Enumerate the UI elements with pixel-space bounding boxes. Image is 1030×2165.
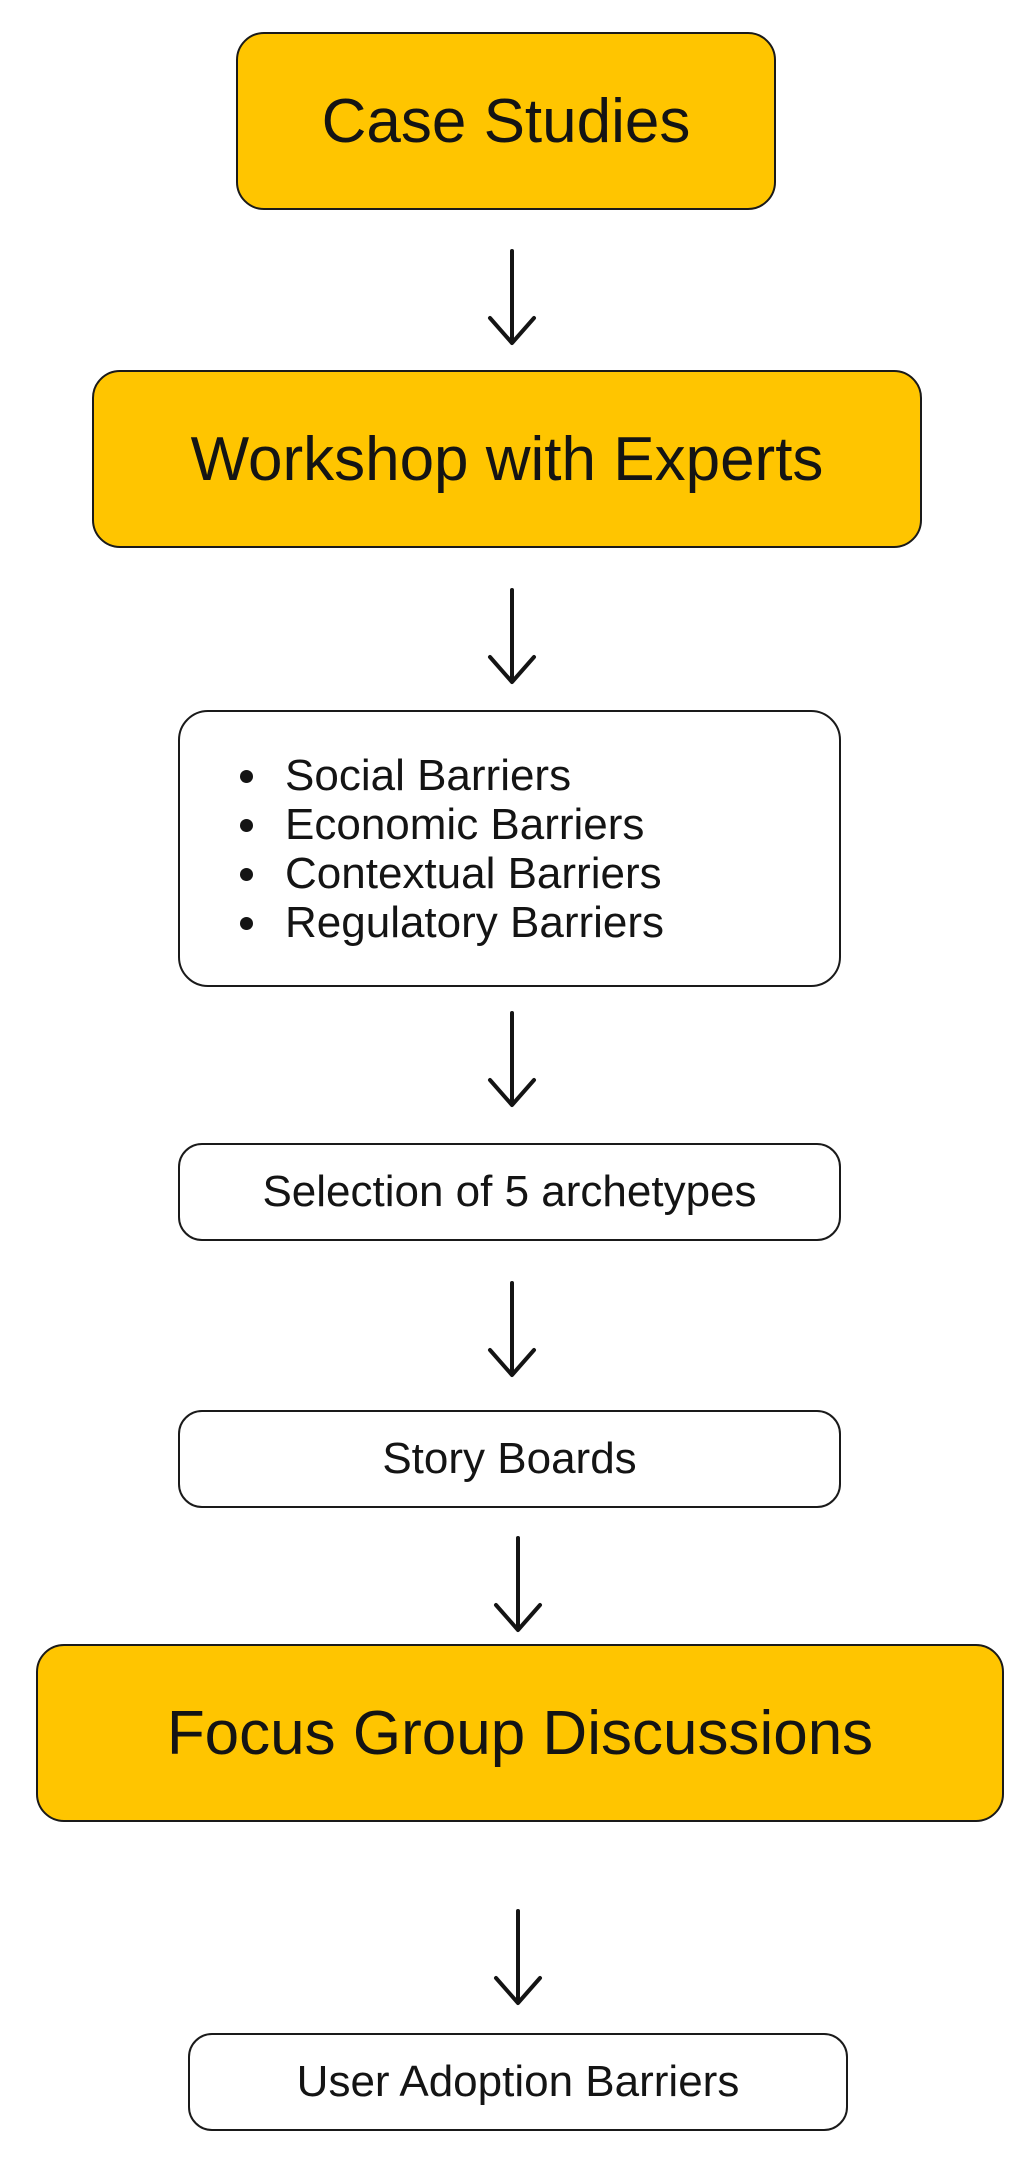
- selection-of-archetypes-box: Selection of 5 archetypes: [178, 1143, 841, 1241]
- barrier-item-label: Contextual Barriers: [285, 848, 662, 898]
- arrow-down-icon: [488, 249, 536, 345]
- bullet-icon: [240, 769, 253, 783]
- focus-group-discussions-box: Focus Group Discussions: [36, 1644, 1004, 1822]
- case-studies-box: Case Studies: [236, 32, 776, 210]
- bullet-icon: [240, 818, 253, 832]
- barrier-item-label: Regulatory Barriers: [285, 897, 665, 947]
- barrier-item-label: Social Barriers: [285, 750, 572, 800]
- user-adoption-barriers-label: User Adoption Barriers: [296, 2057, 740, 2106]
- case-studies-label: Case Studies: [321, 86, 691, 156]
- barrier-item-economic: Economic Barriers: [240, 800, 664, 849]
- bullet-icon: [240, 916, 253, 930]
- arrow-down-icon: [494, 1909, 542, 2005]
- user-adoption-barriers-box: User Adoption Barriers: [188, 2033, 848, 2131]
- arrow-down-icon: [488, 1281, 536, 1377]
- arrow-down-icon: [488, 588, 536, 684]
- barrier-item-label: Economic Barriers: [285, 799, 645, 849]
- barrier-item-contextual: Contextual Barriers: [240, 849, 664, 898]
- workshop-with-experts-box: Workshop with Experts: [92, 370, 922, 548]
- workshop-with-experts-label: Workshop with Experts: [190, 424, 824, 494]
- focus-group-discussions-label: Focus Group Discussions: [166, 1698, 874, 1768]
- arrow-down-icon: [488, 1011, 536, 1107]
- barrier-item-social: Social Barriers: [240, 751, 664, 800]
- barrier-categories-box: Social Barriers Economic Barriers Contex…: [178, 710, 841, 987]
- bullet-icon: [240, 867, 253, 881]
- barrier-list: Social Barriers Economic Barriers Contex…: [180, 751, 664, 947]
- barrier-item-regulatory: Regulatory Barriers: [240, 898, 664, 947]
- story-boards-box: Story Boards: [178, 1410, 841, 1508]
- arrow-down-icon: [494, 1536, 542, 1632]
- selection-of-archetypes-label: Selection of 5 archetypes: [262, 1167, 757, 1216]
- story-boards-label: Story Boards: [382, 1434, 637, 1483]
